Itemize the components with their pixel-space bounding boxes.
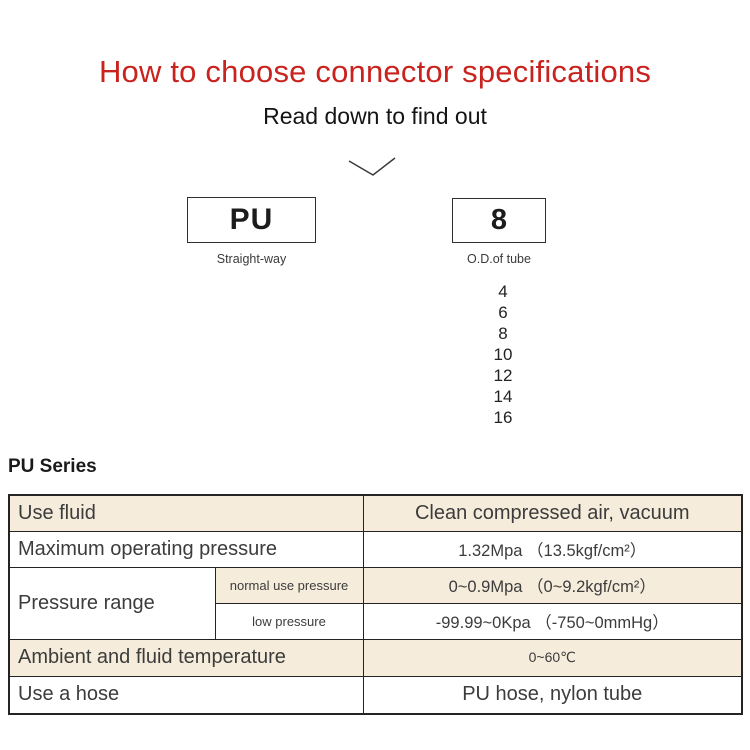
max-pressure-label: Maximum operating pressure	[8, 530, 364, 568]
table-row: Maximum operating pressure 1.32Mpa （13.5…	[8, 530, 743, 568]
low-pressure-label: low pressure	[214, 602, 364, 640]
table-row: low pressure -99.99~0Kpa （-750~0mmHg）	[9, 602, 743, 640]
table-row: Use fluid Clean compressed air, vacuum	[8, 494, 743, 532]
spec-table: Use fluid Clean compressed air, vacuum M…	[8, 494, 743, 715]
use-fluid-value: Clean compressed air, vacuum	[362, 494, 743, 532]
normal-pressure-label: normal use pressure	[214, 566, 364, 604]
page-subtitle: Read down to find out	[263, 103, 487, 129]
temperature-value: 0~60℃	[362, 638, 743, 677]
low-pressure-value: -99.99~0Kpa （-750~0mmHg）	[362, 602, 743, 640]
model-code-label: PU	[229, 203, 274, 236]
tube-size-options: 4 6 8 10 12 14 16	[449, 281, 557, 428]
hose-value: PU hose, nylon tube	[362, 675, 743, 715]
tube-size-option: 16	[493, 408, 513, 427]
model-code-box: PU	[187, 197, 316, 243]
chevron-down-icon	[348, 157, 396, 176]
tube-size-option: 10	[493, 345, 513, 364]
tube-size-option: 14	[493, 387, 513, 406]
tube-size-option: 12	[493, 366, 513, 385]
table-row: Ambient and fluid temperature 0~60℃	[8, 638, 743, 677]
tube-size-option: 6	[498, 303, 508, 322]
tube-size-option: 4	[498, 282, 508, 301]
tube-size-label: 8	[490, 204, 508, 236]
table-row: Use a hose PU hose, nylon tube	[8, 675, 743, 715]
pressure-range-label: Pressure range	[8, 566, 216, 640]
page-title: How to choose connector specifications	[98, 54, 652, 89]
table-row: Pressure range normal use pressure 0~0.9…	[8, 566, 743, 640]
max-pressure-value: 1.32Mpa （13.5kgf/cm²）	[362, 530, 743, 568]
series-heading: PU Series	[8, 456, 97, 477]
tube-size-caption: O.D.of tube	[467, 252, 531, 266]
tube-size-box: 8	[452, 198, 546, 243]
temperature-label: Ambient and fluid temperature	[8, 638, 364, 677]
model-code-caption: Straight-way	[216, 252, 287, 266]
normal-pressure-value: 0~0.9Mpa （0~9.2kgf/cm²）	[362, 566, 743, 604]
hose-label: Use a hose	[8, 675, 364, 715]
use-fluid-label: Use fluid	[8, 494, 364, 532]
tube-size-option: 8	[498, 324, 508, 343]
